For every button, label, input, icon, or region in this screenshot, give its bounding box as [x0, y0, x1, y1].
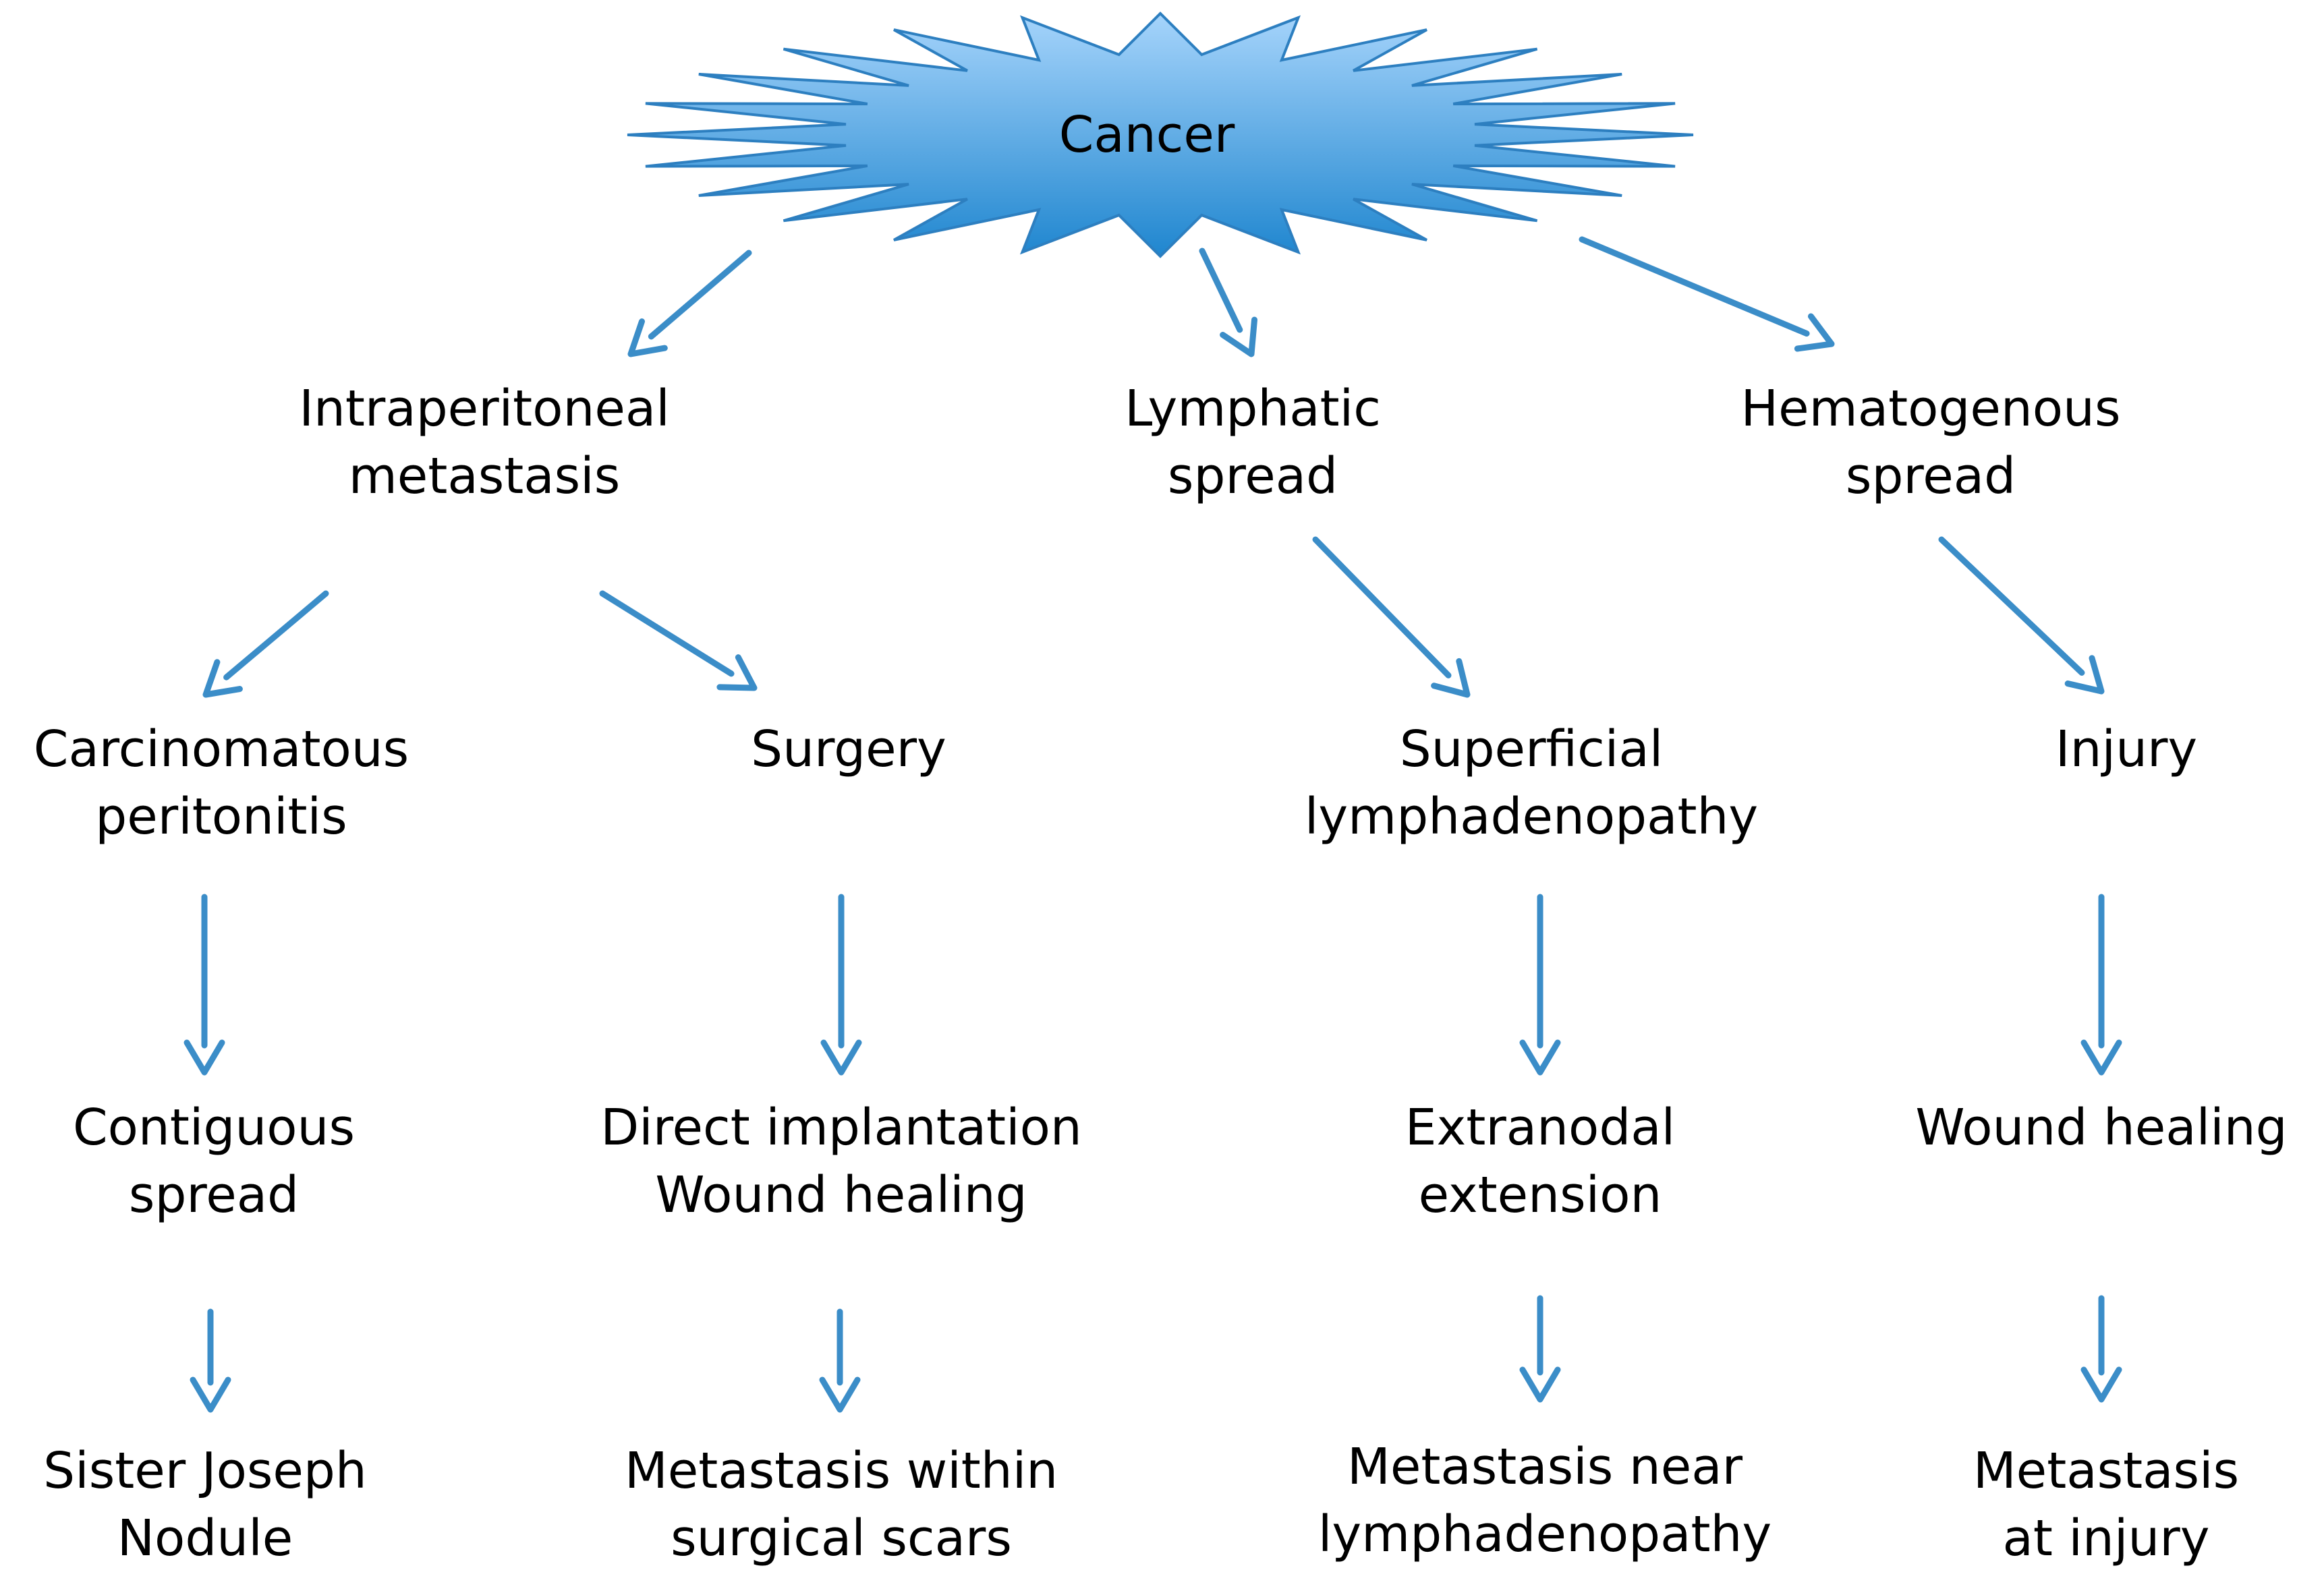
node-label-line-1: Metastasis within	[624, 1442, 1058, 1500]
node-label-line-2: metastasis	[348, 447, 621, 505]
node-cancer: Cancer	[1059, 101, 1235, 169]
node-label-line-2: lymphadenopathy	[1317, 1505, 1772, 1563]
arrow-head	[820, 1039, 862, 1076]
arrow-shaft	[1579, 236, 1810, 337]
arrow-head	[202, 659, 243, 698]
node-label-line-1: Metastasis	[1973, 1442, 2240, 1500]
arrow-7	[1938, 536, 2105, 695]
arrow-13	[819, 1308, 861, 1413]
node-extranodal-extension: Extranodal extension	[1405, 1094, 1675, 1229]
node-sister-joseph-nodule: Sister Joseph Nodule	[43, 1437, 367, 1572]
node-label-line-1: Surgery	[751, 720, 946, 778]
node-label-line-1: Hematogenous	[1740, 380, 2121, 438]
node-metastasis-surgical-scars: Metastasis within surgical scars	[625, 1437, 1058, 1572]
arrow-6	[1312, 536, 1471, 698]
node-label-line-1: Sister Joseph	[43, 1442, 367, 1500]
arrow-head	[190, 1376, 231, 1413]
node-label-line-1: Wound healing	[1915, 1099, 2288, 1157]
node-label-line-1: Metastasis near	[1347, 1438, 1743, 1496]
arrow-11	[2080, 894, 2122, 1076]
arrow-head	[2064, 655, 2105, 695]
arrow-head	[2080, 1039, 2122, 1076]
arrow-head	[716, 654, 758, 691]
node-superficial-lymphadenopathy: Superficial lymphadenopathy	[1305, 716, 1758, 850]
node-label-line-1: Intraperitoneal	[299, 380, 670, 438]
arrow-head	[183, 1039, 225, 1076]
arrow-head	[2080, 1366, 2122, 1403]
node-surgery: Surgery	[751, 716, 946, 783]
node-label-line-2: spread	[1845, 447, 2016, 505]
node-label-line-1: Direct implantation	[600, 1099, 1082, 1157]
arrow-5	[599, 590, 758, 691]
node-cancer-label: Cancer	[1058, 106, 1235, 164]
arrow-9	[820, 894, 862, 1076]
arrow-12	[190, 1308, 231, 1413]
node-label-line-2: extension	[1418, 1166, 1662, 1224]
node-label-line-1: Lymphatic	[1125, 380, 1381, 438]
arrow-head	[1519, 1039, 1561, 1076]
arrow-8	[183, 894, 225, 1076]
arrow-3	[1579, 236, 1835, 352]
arrow-2	[1199, 248, 1258, 357]
arrow-head	[1519, 1366, 1561, 1403]
cancer-starburst-shape	[627, 11, 1694, 258]
node-label-line-2: peritonitis	[95, 788, 347, 846]
node-label-line-2: spread	[1167, 447, 1338, 505]
arrow-14	[1519, 1295, 1561, 1403]
arrow-head	[1220, 316, 1258, 357]
node-label-line-2: surgical scars	[671, 1509, 1012, 1567]
node-label-line-1: Injury	[2055, 720, 2198, 778]
arrow-4	[202, 590, 329, 698]
arrow-shaft	[599, 590, 735, 677]
arrow-shaft	[648, 250, 752, 340]
node-hematogenous-spread: Hematogenous spread	[1740, 375, 2120, 510]
arrow-shaft	[1312, 536, 1452, 678]
node-lymphatic-spread: Lymphatic spread	[1125, 375, 1381, 510]
node-carcinomatous-peritonitis: Carcinomatous peritonitis	[34, 716, 409, 850]
node-intraperitoneal-metastasis: Intraperitoneal metastasis	[299, 375, 670, 510]
node-direct-implantation: Direct implantation Wound healing	[600, 1094, 1082, 1229]
arrow-shaft	[223, 590, 329, 680]
arrow-10	[1519, 894, 1561, 1076]
node-metastasis-at-injury: Metastasis at injury	[1973, 1437, 2239, 1572]
node-label-line-2: lymphadenopathy	[1304, 788, 1759, 846]
arrow-head	[1794, 313, 1835, 352]
node-label-line-1: Extranodal	[1405, 1099, 1676, 1157]
arrow-shaft	[1938, 536, 2085, 676]
node-contiguous-spread: Contiguous spread	[73, 1094, 355, 1229]
arrow-15	[2080, 1295, 2122, 1403]
node-label-line-2: Nodule	[117, 1509, 293, 1567]
node-label-line-1: Superficial	[1399, 720, 1664, 778]
node-label-line-1: Contiguous	[72, 1099, 356, 1157]
arrow-head	[1431, 658, 1471, 698]
node-label-line-2: Wound healing	[655, 1166, 1027, 1224]
node-injury: Injury	[2056, 716, 2197, 783]
node-label-line-2: at injury	[2002, 1509, 2210, 1567]
arrow-1	[627, 250, 752, 357]
node-label-line-1: Carcinomatous	[33, 720, 409, 778]
node-metastasis-near-lymphadenopathy: Metastasis near lymphadenopathy	[1318, 1433, 1772, 1568]
node-wound-healing: Wound healing	[1915, 1094, 2287, 1161]
node-label-line-2: spread	[128, 1166, 300, 1224]
arrow-head	[819, 1376, 861, 1413]
arrow-head	[627, 318, 668, 357]
arrows	[183, 236, 2122, 1413]
arrow-shaft	[1199, 248, 1243, 333]
